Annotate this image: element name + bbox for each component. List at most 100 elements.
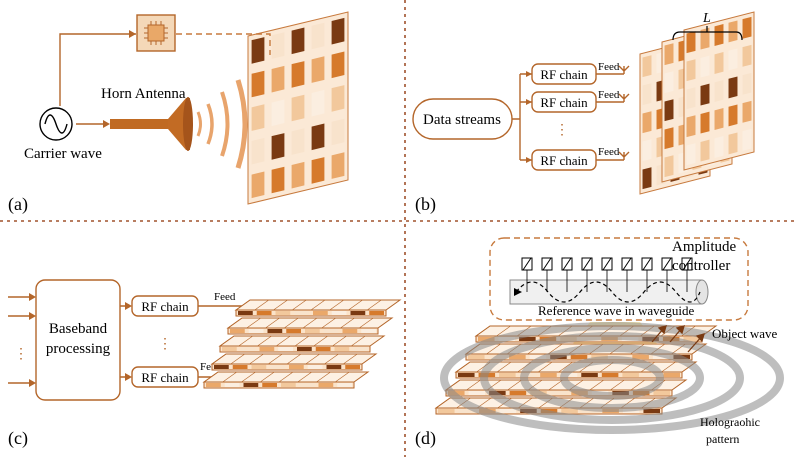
unit-cell: [238, 311, 253, 315]
unit-cell: [686, 87, 696, 110]
rf-chain-c-2: RF chain: [131, 366, 199, 388]
object-wave-arrows: [651, 325, 705, 353]
panel-b: Data streams RF chain RF chain RF chain …: [412, 11, 755, 215]
unit-cell: [509, 391, 527, 395]
cell-divider: [538, 361, 553, 373]
cell-divider: [284, 317, 299, 329]
unit-cell: [331, 17, 345, 45]
cell-divider: [313, 335, 328, 347]
unit-cell: [714, 108, 724, 130]
unit-cell: [270, 365, 285, 369]
unit-cell: [294, 311, 309, 315]
unit-cell: [337, 383, 352, 387]
unit-cell: [700, 27, 710, 50]
cell-divider: [343, 353, 358, 365]
panel-c-tag: (c): [8, 428, 28, 449]
unit-cell: [271, 133, 285, 160]
unit-cell: [307, 365, 323, 369]
cell-divider: [558, 361, 573, 373]
unit-cell: [214, 365, 229, 369]
unit-cell: [714, 24, 724, 46]
unit-cell: [206, 383, 221, 387]
cell-divider: [302, 317, 318, 329]
unit-cell: [742, 44, 752, 67]
feed-label: Feed: [598, 146, 620, 158]
unit-cell: [281, 383, 296, 387]
unit-cell: [663, 373, 680, 377]
cell-divider: [340, 317, 355, 329]
cell-divider: [219, 335, 235, 347]
feed-antenna-icons-b: [618, 65, 630, 160]
panel-d: Amplitude controller Reference wave in w…: [415, 237, 784, 449]
feed-label: Feed: [598, 61, 620, 73]
amplitude-controllers: [521, 257, 693, 292]
unit-cell: [642, 139, 652, 162]
unit-cell: [642, 83, 652, 106]
unit-cell: [664, 71, 674, 94]
unit-cell: [570, 355, 588, 359]
feed-label: Feed: [598, 89, 620, 101]
unit-cell: [438, 409, 455, 413]
unit-cell: [714, 80, 724, 102]
unit-cell: [468, 355, 485, 359]
unit-cell: [458, 373, 475, 377]
rf-chain-b-1: RF chain: [531, 63, 597, 85]
unit-cell: [664, 99, 674, 122]
amplitude-label-line2: controller: [672, 258, 730, 274]
unit-cell: [664, 127, 674, 150]
control-slash: [582, 257, 592, 271]
rf-chain-label: RF chain: [141, 299, 189, 314]
unit-cell: [305, 329, 320, 333]
unit-cell: [700, 139, 710, 162]
cell-divider: [329, 299, 344, 311]
unit-cell: [326, 365, 342, 369]
rf-chain-b-3: RF chain: [531, 149, 597, 171]
cell-divider: [367, 299, 382, 311]
cell-divider: [249, 353, 264, 365]
rf-chain-c-1: RF chain: [131, 295, 199, 317]
cell-divider: [466, 379, 481, 391]
horn-antenna-label: Horn Antenna: [101, 86, 186, 102]
unit-cell: [499, 373, 516, 377]
control-slash: [682, 257, 692, 271]
chip-icon: [136, 14, 176, 52]
cell-divider: [292, 299, 307, 311]
carrier-wave-label: Carrier wave: [24, 146, 102, 162]
unit-cell: [714, 136, 724, 158]
cell-divider: [257, 335, 272, 347]
unit-cell: [331, 85, 345, 112]
unit-cell: [728, 76, 738, 99]
unit-cell: [686, 143, 696, 166]
unit-cell: [275, 311, 291, 315]
cell-divider: [222, 371, 237, 383]
unit-cell: [642, 111, 652, 134]
unit-cell: [232, 365, 248, 369]
unit-cell: [664, 43, 674, 66]
cell-divider: [630, 379, 646, 391]
control-slash: [562, 257, 572, 271]
cell-divider: [305, 353, 320, 365]
unit-cell: [256, 311, 272, 315]
unit-cell: [686, 59, 696, 82]
cell-divider: [297, 371, 312, 383]
control-slash: [662, 257, 672, 271]
cell-divider: [589, 379, 604, 391]
baseband-outputs: [120, 305, 130, 378]
unit-cell: [291, 61, 305, 88]
chip-to-surface-link: [176, 33, 271, 55]
waveguide-array-c: [202, 299, 402, 389]
unit-cell: [728, 48, 738, 71]
cell-divider: [278, 371, 294, 383]
unit-cell: [561, 409, 578, 413]
unit-cell: [581, 373, 598, 377]
horn-antenna-icon: [110, 97, 193, 151]
cell-divider: [359, 317, 374, 329]
cell-divider: [455, 361, 471, 373]
unit-cell: [700, 83, 710, 106]
unit-cell: [540, 373, 557, 377]
metasurface-panel-a: [247, 11, 349, 205]
ellipsis-dots: ⋮: [14, 347, 28, 362]
stacked-metasurfaces: [639, 11, 755, 195]
unit-cell: [622, 373, 639, 377]
unit-cell: [222, 347, 237, 351]
